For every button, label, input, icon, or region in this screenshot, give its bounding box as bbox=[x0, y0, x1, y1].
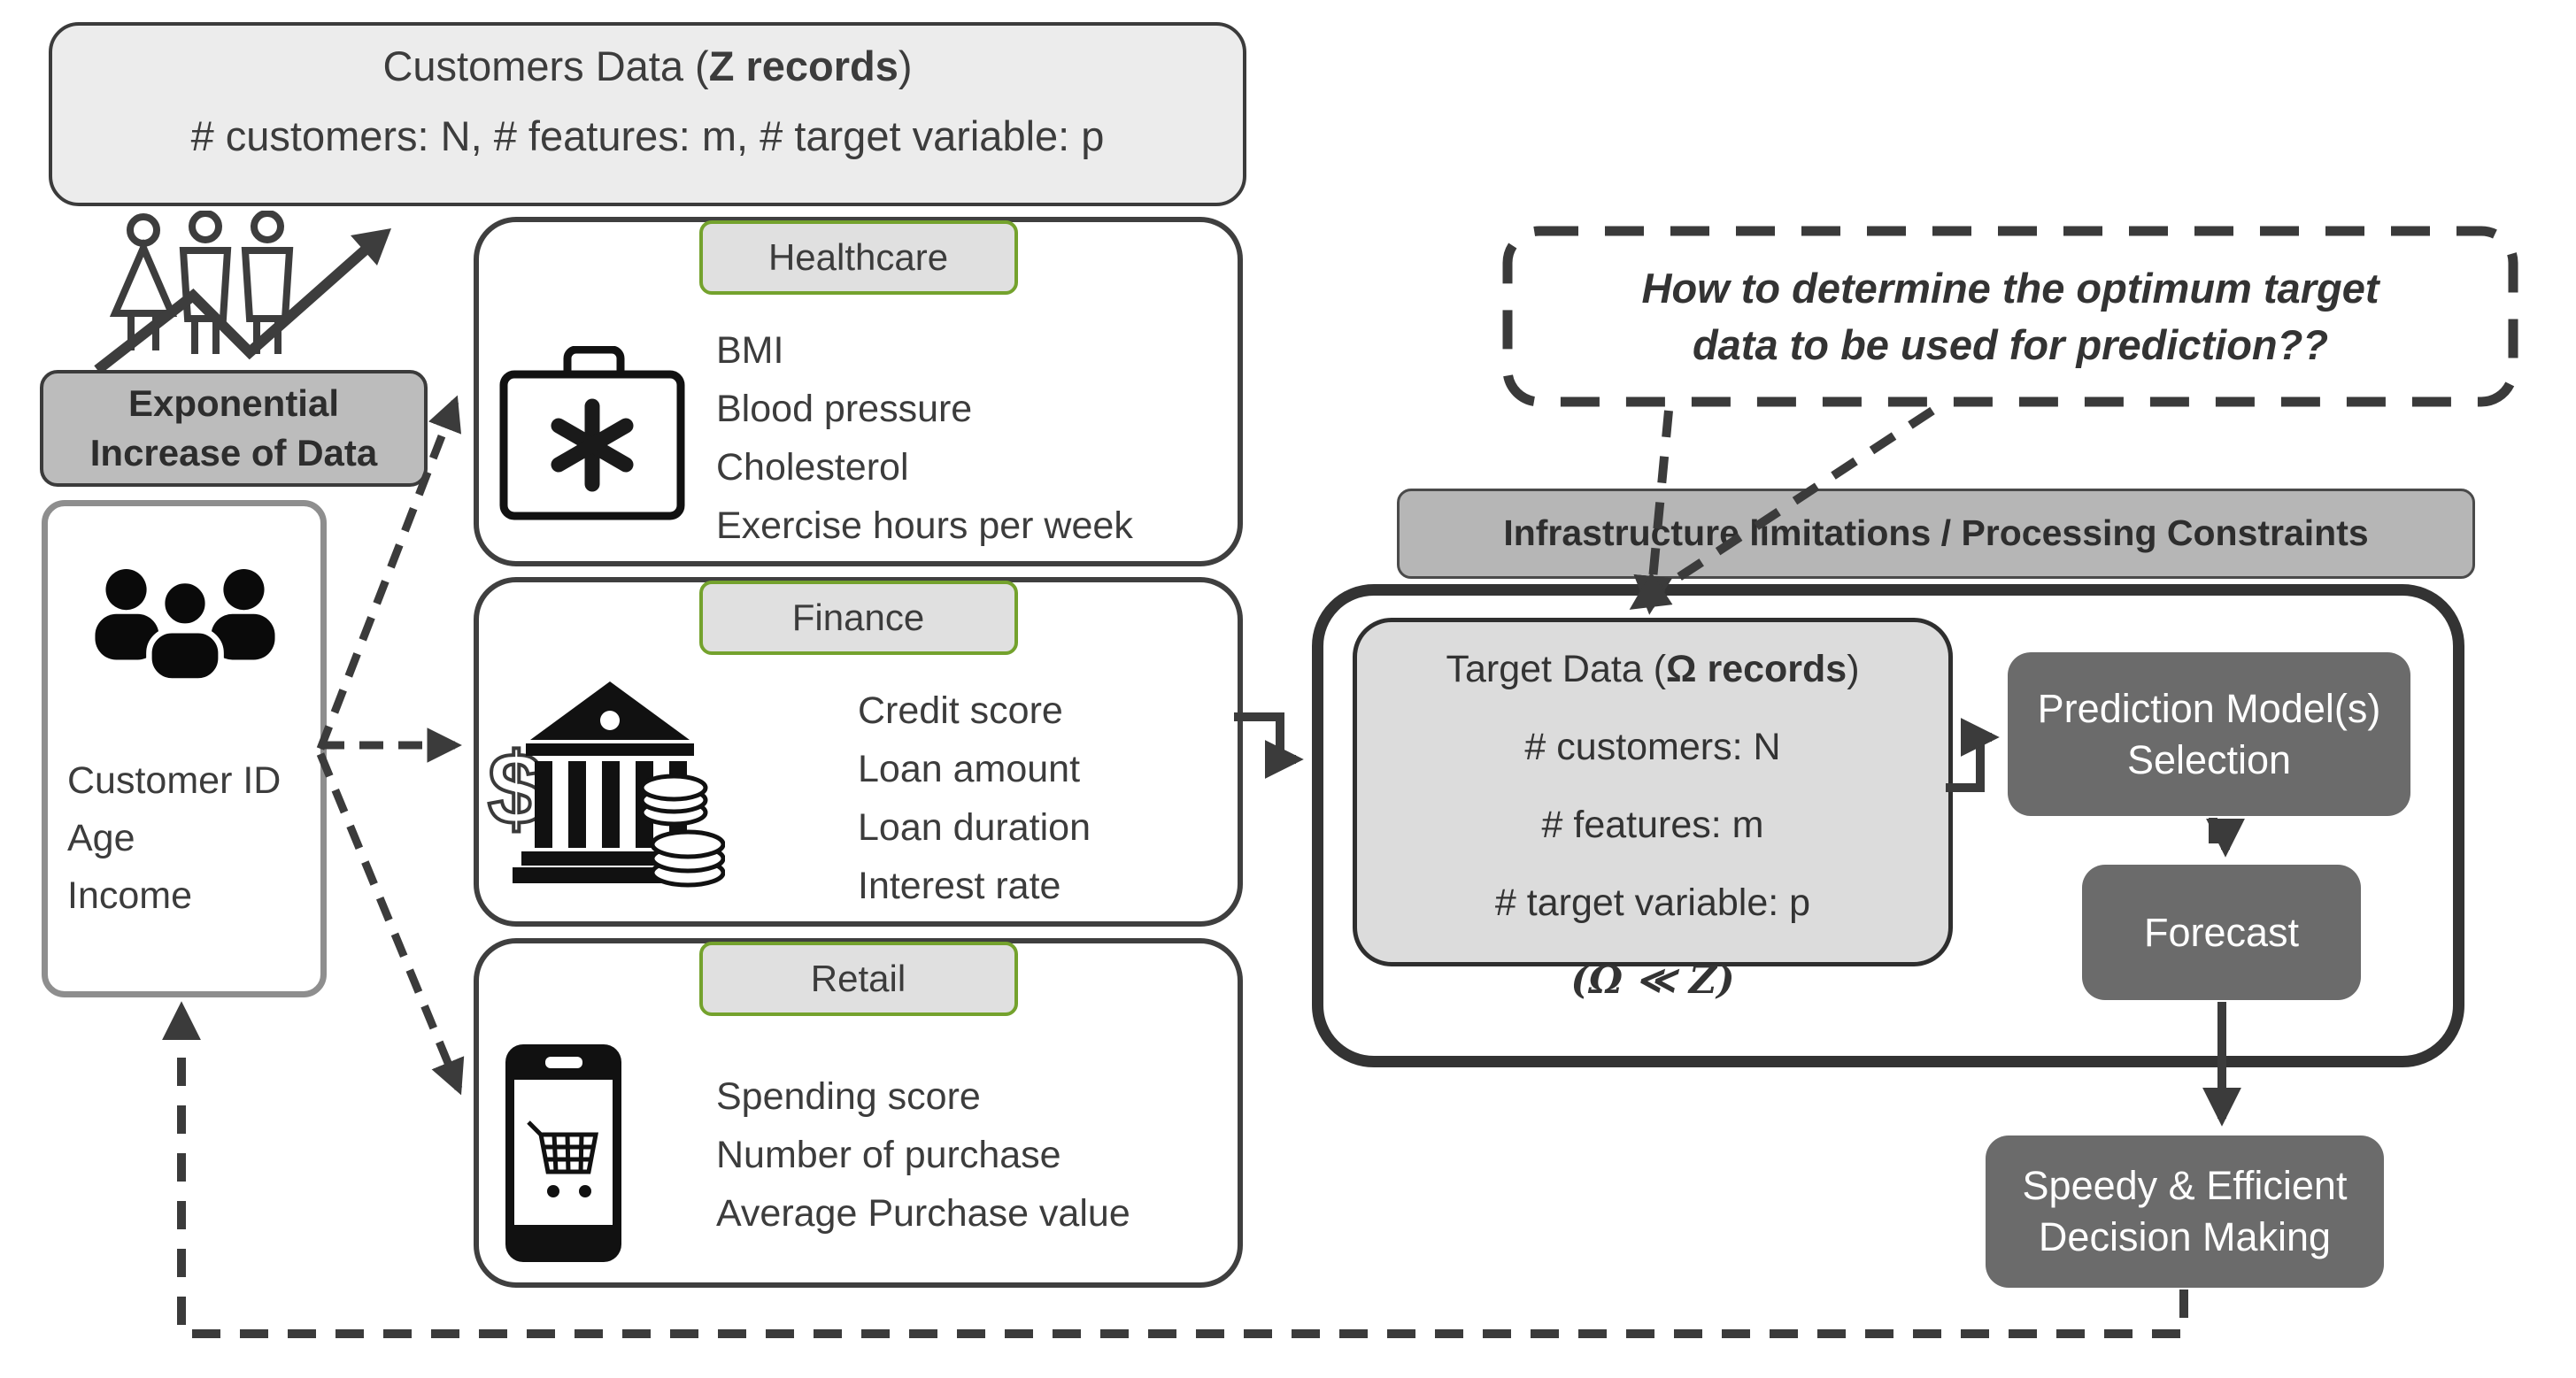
question-callout: How to determine the optimum target data… bbox=[1502, 226, 2518, 407]
retail-box: Retail Spending score Number of purchase… bbox=[474, 938, 1243, 1288]
forecast-label: Forecast bbox=[2143, 909, 2300, 955]
finance-box: Finance $ bbox=[474, 577, 1243, 927]
customers-data-box: Customers Data (Z records) # customers: … bbox=[49, 22, 1246, 206]
finance-item: Loan duration bbox=[858, 806, 1091, 849]
target-data-line: # target variable: p bbox=[1494, 881, 1811, 924]
customer-field: Income bbox=[67, 874, 193, 917]
decision-line2: Decision Making bbox=[2038, 1214, 2332, 1259]
finance-tab: Finance bbox=[698, 581, 1018, 655]
target-data-box: Target Data (Ω records) # customers: N #… bbox=[1353, 618, 1953, 1003]
exponential-line1: Exponential bbox=[127, 382, 340, 424]
dashed-border bbox=[1502, 226, 2518, 407]
healthcare-box: Healthcare BMI Blood pressure Cholestero… bbox=[474, 217, 1243, 566]
population-growth-icon bbox=[94, 211, 391, 374]
healthcare-item: Cholesterol bbox=[716, 446, 909, 489]
customer-attributes-box: Customer ID Age Income bbox=[42, 500, 327, 997]
retail-tab: Retail bbox=[698, 942, 1018, 1016]
customers-data-counts: # customers: N, # features: m, # target … bbox=[190, 112, 1105, 159]
decision-line1: Speedy & Efficient bbox=[2022, 1163, 2348, 1208]
prediction-model-box: Prediction Model(s) Selection bbox=[2008, 652, 2410, 816]
finance-item: Interest rate bbox=[858, 865, 1061, 907]
forecast-box: Forecast bbox=[2082, 865, 2361, 1000]
healthcare-item: Exercise hours per week bbox=[716, 504, 1133, 547]
finance-item: Loan amount bbox=[858, 748, 1081, 790]
mobile-shopping-icon bbox=[505, 1044, 621, 1262]
arrow-customer-to-retail bbox=[316, 752, 465, 1096]
question-line1: How to determine the optimum target bbox=[1641, 264, 2379, 312]
healthcare-item: BMI bbox=[716, 329, 784, 372]
exponential-line2: Increase of Data bbox=[89, 432, 378, 473]
target-data-footnote: (Ω ≪ Z) bbox=[1570, 958, 1735, 1003]
healthcare-item: Blood pressure bbox=[716, 388, 973, 430]
medical-bag-icon bbox=[499, 346, 685, 520]
finance-items: Credit score Loan amount Loan duration I… bbox=[858, 681, 1091, 915]
target-data-title: Target Data (Ω records) bbox=[1446, 648, 1860, 690]
prediction-line2: Selection bbox=[2126, 736, 2292, 782]
question-line2: data to be used for prediction?? bbox=[1692, 320, 2329, 368]
bank-coins-icon: $ bbox=[486, 681, 725, 888]
retail-items: Spending score Number of purchase Averag… bbox=[716, 1067, 1130, 1243]
infrastructure-constraints-bar: Infrastructure limitations / Processing … bbox=[1397, 489, 2475, 579]
customer-field: Age bbox=[67, 817, 135, 859]
healthcare-tab: Healthcare bbox=[698, 220, 1018, 295]
finance-item: Credit score bbox=[858, 689, 1063, 732]
prediction-line1: Prediction Model(s) bbox=[2037, 685, 2381, 731]
target-data-line: # features: m bbox=[1541, 804, 1764, 846]
customers-data-title: Customers Data (Z records) bbox=[382, 42, 913, 89]
customer-field: Customer ID bbox=[67, 759, 282, 802]
retail-item: Average Purchase value bbox=[716, 1192, 1130, 1235]
retail-item: Number of purchase bbox=[716, 1134, 1061, 1176]
target-data-line: # customers: N bbox=[1524, 726, 1781, 768]
exponential-increase-label: Exponential Increase of Data bbox=[40, 370, 428, 487]
decision-making-box: Speedy & Efficient Decision Making bbox=[1986, 1136, 2384, 1288]
customers-group-icon bbox=[95, 569, 275, 684]
arrow-finance-to-pipeline bbox=[1234, 712, 1304, 780]
customer-fields: Customer ID Age Income bbox=[67, 752, 281, 925]
retail-item: Spending score bbox=[716, 1075, 981, 1118]
healthcare-items: BMI Blood pressure Cholesterol Exercise … bbox=[716, 321, 1133, 555]
